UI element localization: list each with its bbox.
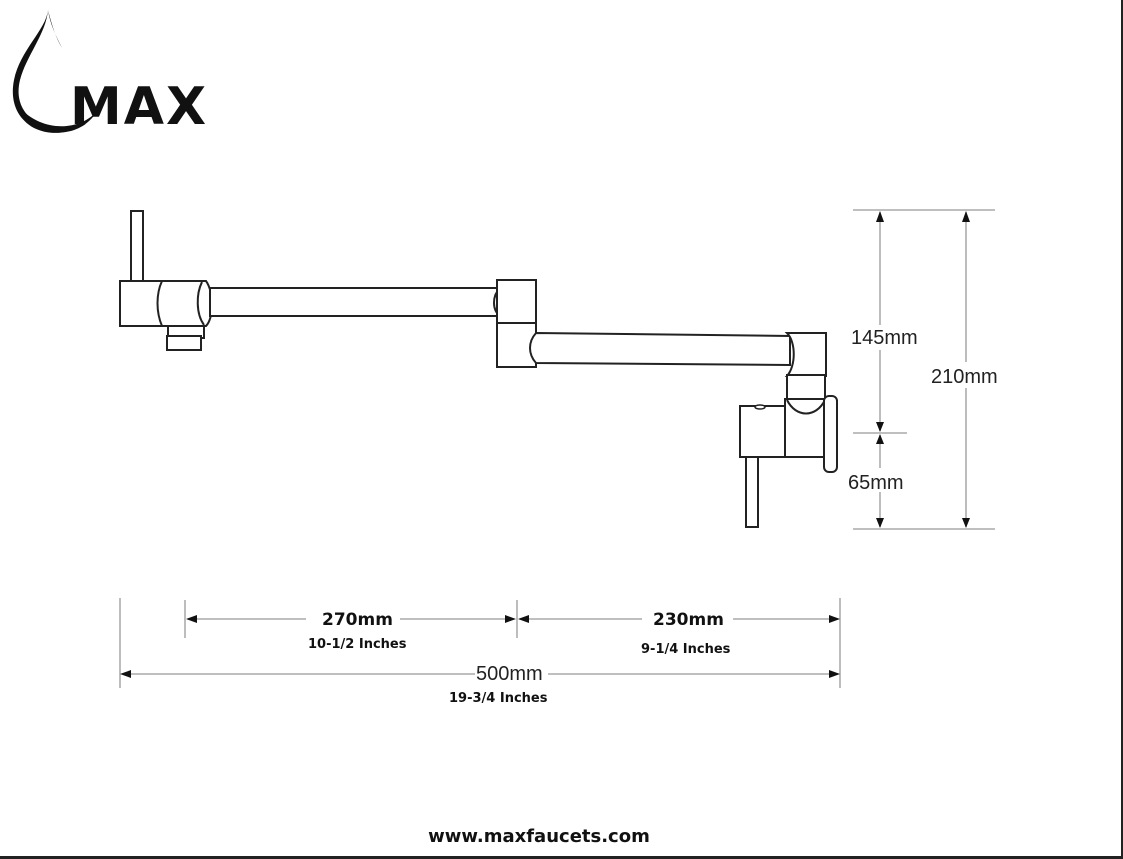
spout-tip — [166, 335, 202, 351]
dim-500mm: 500mm — [476, 663, 543, 685]
dim-65mm: 65mm — [848, 472, 904, 494]
arrow-right-icon — [505, 615, 516, 623]
lower-handle — [745, 456, 759, 528]
dim-230-inches: 9-1/4 Inches — [641, 642, 731, 657]
logo-text: MAX — [70, 77, 208, 137]
second-arm — [529, 331, 791, 367]
arrow-up-icon — [876, 434, 884, 444]
dim-210mm: 210mm — [931, 366, 998, 388]
dim-270mm: 270mm — [322, 610, 393, 630]
arrow-up-icon — [962, 211, 970, 222]
wall-flange — [823, 395, 838, 473]
left-swivel — [156, 280, 213, 327]
arrow-right-icon — [829, 670, 840, 678]
faucet-drawing — [119, 210, 838, 528]
horizontal-dimensions: 270mm 10-1/2 Inches 230mm 9-1/4 Inches 5… — [119, 598, 841, 706]
arrow-down-icon — [876, 518, 884, 528]
dim-500-inches: 19-3/4 Inches — [449, 691, 548, 706]
arrow-down-icon — [962, 518, 970, 528]
arrow-up-icon — [876, 211, 884, 222]
lower-handle-block — [739, 405, 786, 458]
middle-joint-upper — [496, 279, 537, 325]
left-handle — [130, 210, 144, 283]
dim-270-inches: 10-1/2 Inches — [308, 637, 407, 652]
arrow-down-icon — [876, 422, 884, 432]
dim-230mm: 230mm — [653, 610, 724, 630]
first-arm — [209, 287, 501, 317]
dim-145mm: 145mm — [851, 327, 918, 349]
max-logo: MAX — [12, 10, 208, 137]
arrow-left-icon — [518, 615, 529, 623]
arrow-right-icon — [829, 615, 840, 623]
frame-border-right — [1121, 0, 1123, 859]
arrow-left-icon — [186, 615, 197, 623]
arrow-left-icon — [120, 670, 131, 678]
website-link[interactable]: www.maxfaucets.com — [428, 826, 650, 847]
right-joint-middle — [786, 374, 826, 401]
left-body — [119, 280, 163, 327]
right-joint-upper — [784, 332, 827, 377]
vertical-dimensions: 145mm 65mm 210mm — [848, 209, 998, 530]
frame-border-bottom — [0, 856, 1123, 859]
